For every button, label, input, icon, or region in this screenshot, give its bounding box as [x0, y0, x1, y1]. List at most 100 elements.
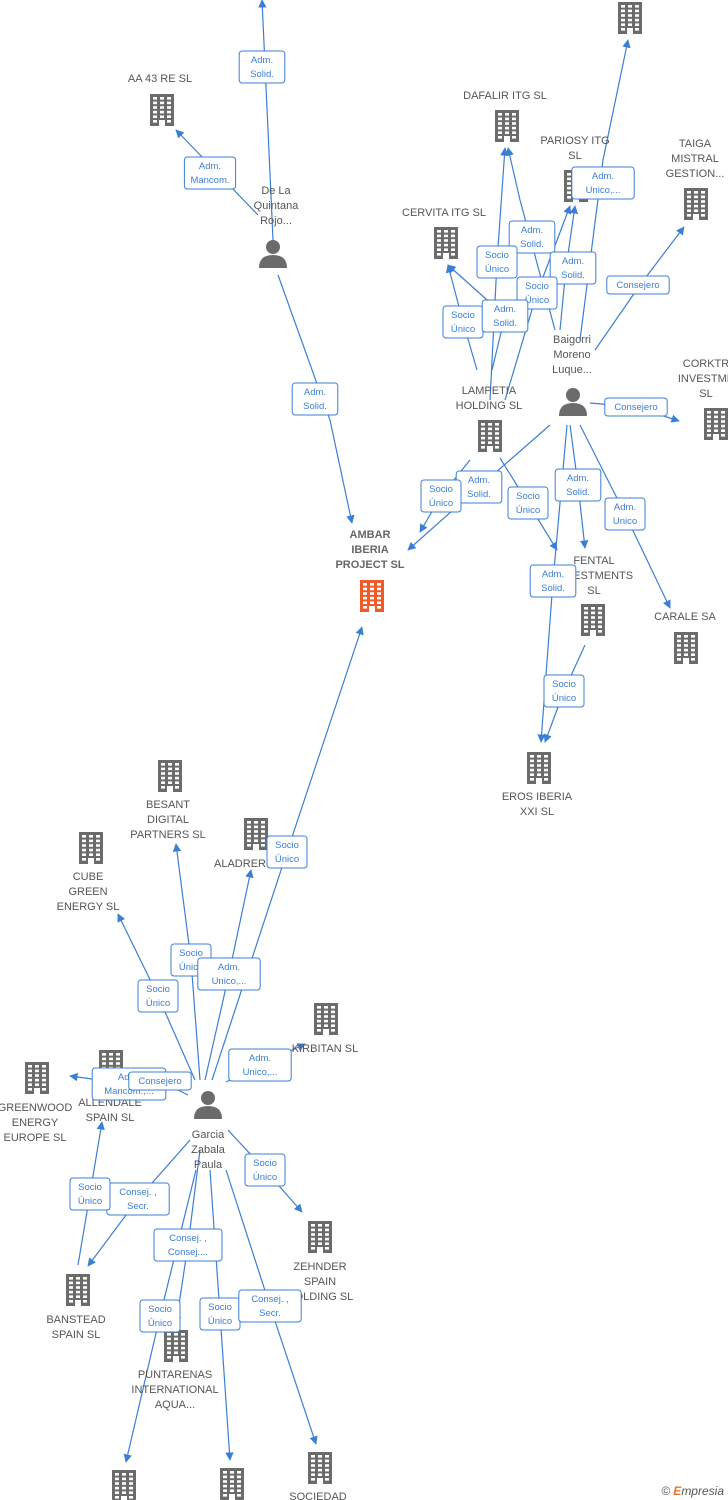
- node-label-aa43: AA 43 RE SL: [128, 73, 192, 85]
- relation-label-baigorri-pariosy[interactable]: Adm.Solid.: [549, 251, 597, 285]
- node-kirbitan-building-icon[interactable]: [314, 1003, 338, 1035]
- node-lampetia-building-icon[interactable]: [478, 420, 502, 452]
- node-carale-building-icon[interactable]: [674, 632, 698, 664]
- node-zehnder-building-icon[interactable]: [308, 1221, 332, 1253]
- svg-text:Adm.Unico: Adm.Unico: [613, 502, 637, 527]
- node-bottom1-building-icon[interactable]: [112, 1470, 136, 1500]
- relation-label-baigorri-carale[interactable]: Adm.Unico: [604, 497, 646, 531]
- empresia-brand: ©Empresia: [661, 1484, 724, 1498]
- node-label-carale: CARALE SA: [654, 611, 716, 623]
- svg-text:Consejero: Consejero: [616, 280, 659, 291]
- node-bottom2-building-icon[interactable]: [220, 1468, 244, 1500]
- svg-text:Consejero: Consejero: [138, 1076, 181, 1087]
- node-garcia-person-icon[interactable]: [194, 1091, 222, 1119]
- relation-label-baigorri-corktr[interactable]: Consejero: [604, 397, 668, 417]
- relation-label-baigorri-taiga[interactable]: Consejero: [606, 275, 670, 295]
- relation-label-garcia-allendale[interactable]: Consejero: [128, 1071, 192, 1091]
- svg-text:Adm.Unico,...: Adm.Unico,...: [212, 962, 247, 987]
- node-taiga-building-icon[interactable]: [684, 188, 708, 220]
- node-label-kirbitan: KIRBITAN SL: [292, 1043, 358, 1055]
- node-label-sociedad: SOCIEDAD: [289, 1491, 347, 1500]
- relation-label-garcia-kirbitan[interactable]: Adm.Unico,...: [228, 1048, 292, 1082]
- svg-text:Consejero: Consejero: [614, 402, 657, 413]
- svg-text:Adm.Unico,...: Adm.Unico,...: [243, 1053, 278, 1078]
- node-dafalir-building-icon[interactable]: [495, 110, 519, 142]
- node-baigorri-person-icon[interactable]: [559, 388, 587, 416]
- relation-label-baigorri-fental[interactable]: Adm.Solid.: [554, 468, 602, 502]
- relation-label-delaquintana-aa43[interactable]: Adm.Mancom.: [183, 156, 237, 190]
- node-besant-building-icon[interactable]: [158, 760, 182, 792]
- relation-label-garcia-puntarenas[interactable]: Consej. ,Consej....: [153, 1228, 223, 1262]
- node-greenwood-building-icon[interactable]: [25, 1062, 49, 1094]
- svg-text:Consej. ,Consej....: Consej. ,Consej....: [168, 1233, 208, 1258]
- relation-label-garcia-sociedad[interactable]: Consej. ,Secr.: [238, 1289, 302, 1323]
- node-label-cervita: CERVITA ITG SL: [402, 207, 486, 219]
- node-fental-building-icon[interactable]: [581, 604, 605, 636]
- node-sociedad-building-icon[interactable]: [308, 1452, 332, 1484]
- node-ambar-building-icon[interactable]: [360, 580, 384, 612]
- node-aladrer-building-icon[interactable]: [244, 818, 268, 850]
- node-eros-building-icon[interactable]: [527, 752, 551, 784]
- relation-label-delaquintana-top[interactable]: Adm.Solid.: [238, 50, 286, 84]
- relation-label-garcia-banstead[interactable]: Consej. ,Secr.: [106, 1182, 170, 1216]
- edge-delaquintana-to-top: [258, 0, 274, 241]
- node-corktr-building-icon[interactable]: [704, 408, 728, 440]
- node-aa43-building-icon[interactable]: [150, 94, 174, 126]
- node-top-building-icon[interactable]: [618, 2, 642, 34]
- node-cube-building-icon[interactable]: [79, 832, 103, 864]
- relation-label-baigorri-eros[interactable]: Adm.Solid.: [529, 564, 577, 598]
- node-cervita-building-icon[interactable]: [434, 227, 458, 259]
- relation-label-baigorri-ambar[interactable]: Adm.Solid.: [455, 470, 503, 504]
- svg-text:Adm.Solid.: Adm.Solid.: [303, 387, 327, 412]
- relation-label-delaquintana-ambar[interactable]: Adm.Solid.: [291, 382, 339, 416]
- brand-initial: E: [673, 1484, 682, 1498]
- node-delaquintana-person-icon[interactable]: [259, 240, 287, 268]
- node-puntarenas-building-icon[interactable]: [164, 1330, 188, 1362]
- relation-label-garcia-aladrer[interactable]: Adm.Unico,...: [197, 957, 261, 991]
- svg-text:Adm.Solid.: Adm.Solid.: [467, 475, 491, 500]
- relation-label-baigorri-dafalir[interactable]: Adm.Solid.: [508, 220, 556, 254]
- svg-text:Adm.Solid.: Adm.Solid.: [250, 55, 274, 80]
- node-banstead-building-icon[interactable]: [66, 1274, 90, 1306]
- svg-text:Adm.Solid.: Adm.Solid.: [561, 256, 585, 281]
- svg-text:Adm.Unico,...: Adm.Unico,...: [586, 171, 621, 196]
- relation-label-baigorri-top[interactable]: Adm.Unico,...: [571, 166, 635, 200]
- edge-delaquintana-to-ambar: [277, 274, 355, 524]
- node-label-aladrer: ALADRER: [214, 858, 266, 870]
- copyright-symbol: ©: [661, 1484, 671, 1498]
- relation-label-lampetia-cervita[interactable]: Adm.Solid.: [481, 299, 529, 333]
